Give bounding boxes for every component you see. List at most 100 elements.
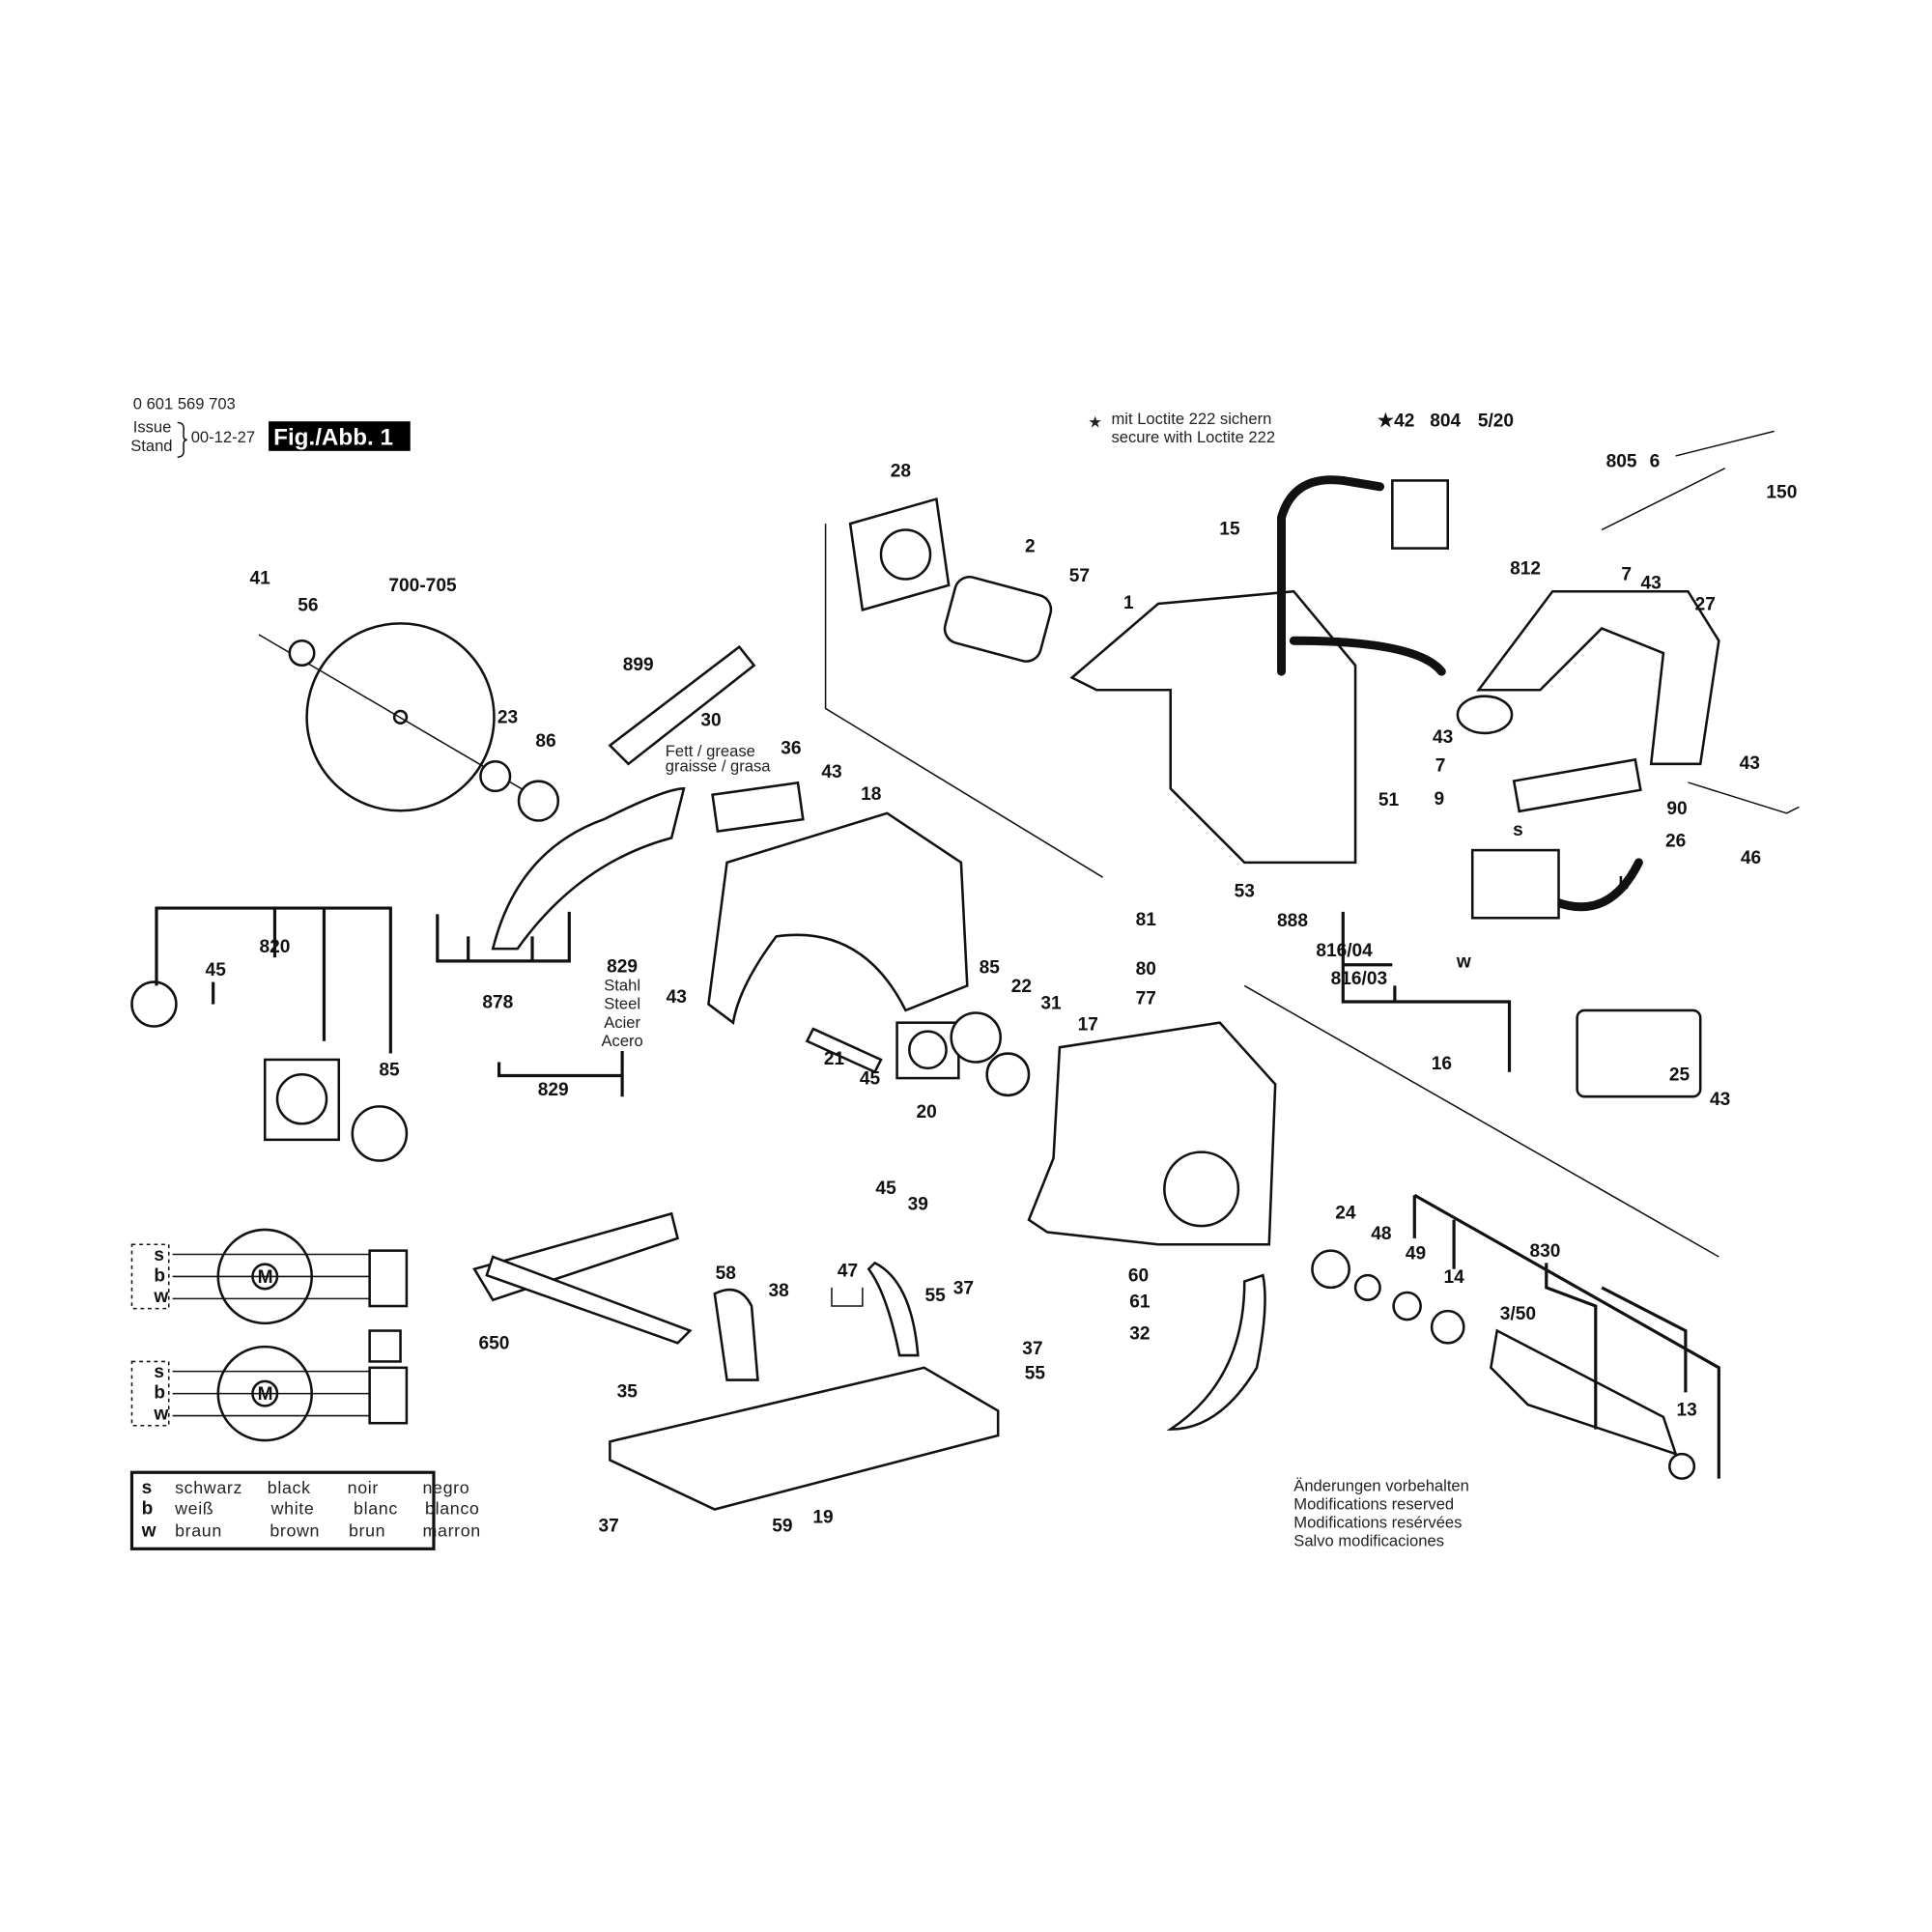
label-47: 47 [838, 1261, 858, 1281]
text-label: marron [423, 1521, 481, 1541]
bevel-58 [713, 1288, 759, 1381]
text-label: w [153, 1404, 168, 1424]
text-label: Salvo modificaciones [1293, 1532, 1444, 1550]
text-label: w [153, 1287, 168, 1307]
text-label: s [154, 1362, 164, 1382]
label-57: 57 [1069, 566, 1090, 586]
label-150: 150 [1766, 482, 1797, 502]
tube-text-1: Fett / grease [666, 742, 755, 760]
field-coil-2 [943, 576, 1053, 663]
label-81: 81 [1136, 910, 1157, 930]
label-6: 6 [1650, 451, 1661, 471]
header: 0 601 569 703 Issue Stand 00-12-27 Fig./… [130, 394, 411, 458]
wiring-diagram-1: M s b w [130, 1228, 409, 1325]
label-42: ★42 [1378, 411, 1414, 431]
label-820: 820 [259, 937, 290, 957]
label-49: 49 [1406, 1244, 1426, 1264]
label-888: 888 [1277, 911, 1308, 931]
part-labels: 28 2 57 1 41 56 700-705 899 30 23 86 36 … [206, 411, 1798, 1536]
label-7: 7 [1621, 565, 1632, 585]
label-28: 28 [891, 462, 912, 482]
text-label: Modifications reserved [1293, 1495, 1454, 1514]
label-26: 26 [1665, 831, 1686, 851]
label-899: 899 [623, 655, 654, 675]
label-650: 650 [479, 1334, 510, 1354]
label-19: 19 [812, 1508, 833, 1528]
label-37: 37 [1022, 1339, 1042, 1359]
label-90: 90 [1666, 799, 1687, 819]
handle-27 [1476, 589, 1720, 766]
label-18: 18 [861, 784, 882, 805]
label-24: 24 [1335, 1203, 1356, 1223]
label-46: 46 [1741, 848, 1761, 868]
label-37: 37 [598, 1516, 618, 1536]
loctite-de: mit Loctite 222 sichern [1112, 410, 1272, 428]
label-7: 7 [1435, 755, 1446, 776]
label-43: 43 [1710, 1090, 1730, 1110]
label-45: 45 [206, 960, 227, 980]
riving-knife-32 [1166, 1273, 1266, 1431]
text-label: blanco [425, 1499, 479, 1519]
switch-plate-26 [1512, 757, 1642, 813]
label-1: 1 [1123, 593, 1134, 613]
legend-code: w [141, 1521, 156, 1542]
label-805: 805 [1606, 451, 1637, 471]
label-13: 13 [1677, 1401, 1697, 1421]
blade-guard [491, 787, 686, 951]
material-steel: Steel [604, 995, 640, 1013]
label-56: 56 [298, 596, 318, 616]
text-label: noir [348, 1478, 379, 1497]
label-32: 32 [1129, 1323, 1150, 1344]
label-812: 812 [1510, 558, 1541, 579]
motor-symbol: M [258, 1384, 273, 1405]
label-3-50: 3/50 [1500, 1304, 1536, 1324]
label-816-03: 816/03 [1331, 969, 1388, 989]
loctite-en: secure with Loctite 222 [1112, 428, 1276, 446]
motor-symbol: M [258, 1267, 273, 1288]
text-label: Modifications resérvées [1293, 1514, 1462, 1532]
loctite-note: ★ mit Loctite 222 sichern secure with Lo… [1088, 410, 1275, 446]
text-label: schwarz [175, 1478, 242, 1497]
label-37: 37 [953, 1278, 974, 1298]
label-43: 43 [821, 762, 841, 782]
label-5-20: 5/20 [1478, 411, 1514, 431]
label-700-705: 700-705 [388, 576, 457, 596]
upper-guard [707, 811, 969, 1025]
legend-code: b [142, 1499, 154, 1520]
label-53: 53 [1235, 882, 1255, 902]
label-58: 58 [716, 1264, 737, 1284]
color-legend-table: s schwarz black noir negro b weiß white … [129, 1470, 481, 1550]
label-51: 51 [1378, 790, 1400, 810]
figure-badge [269, 421, 411, 451]
label-31: 31 [1040, 994, 1062, 1014]
stand-label: Stand [130, 437, 172, 455]
label-22: 22 [1011, 977, 1032, 997]
cover-25 [1576, 1009, 1702, 1098]
label-30: 30 [700, 710, 721, 730]
label-77: 77 [1136, 989, 1156, 1009]
flange-23 [479, 759, 512, 793]
text-label: brown [270, 1521, 320, 1541]
part-number: 0 601 569 703 [133, 394, 236, 412]
leader-brackets [155, 524, 1720, 1479]
label-20: 20 [917, 1102, 937, 1122]
issue-label: Issue [133, 418, 172, 437]
armature [1490, 1328, 1678, 1457]
issue-date: 00-12-27 [191, 428, 255, 446]
label-15: 15 [1219, 520, 1240, 540]
label-85: 85 [379, 1061, 400, 1081]
text-label: weiß [174, 1499, 213, 1519]
label-wire-w: w [1456, 952, 1471, 972]
label-27: 27 [1695, 594, 1716, 614]
switch-804 [1391, 479, 1449, 550]
label-43: 43 [1740, 753, 1760, 774]
label-55: 55 [924, 1286, 946, 1306]
modifications-note: Änderungen vorbehalten Modifications res… [1293, 1476, 1469, 1549]
label-43: 43 [667, 987, 687, 1008]
material-stahl: Stahl [604, 977, 640, 995]
label-80: 80 [1136, 959, 1156, 980]
label-38: 38 [768, 1281, 789, 1301]
label-43: 43 [1641, 574, 1662, 594]
label-16: 16 [1432, 1054, 1452, 1074]
